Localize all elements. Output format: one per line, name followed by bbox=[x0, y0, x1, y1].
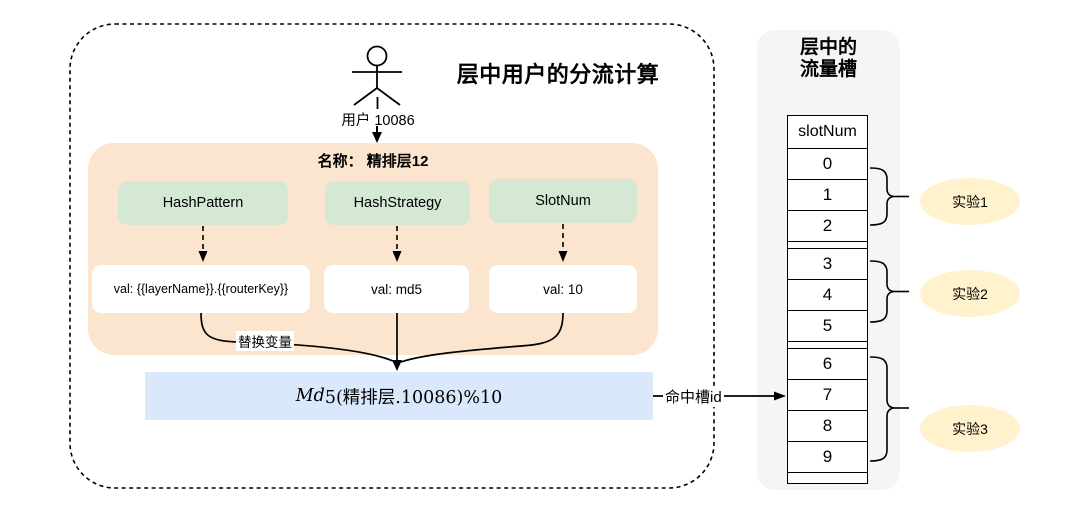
slot-cell-9: 9 bbox=[788, 441, 867, 472]
value-box-hashstrategy: val: md5 bbox=[324, 265, 469, 313]
slot-cell-8: 8 bbox=[788, 410, 867, 441]
hit-slot-id-label: 命中槽id bbox=[663, 386, 724, 407]
formula-italic-part: Md bbox=[295, 386, 325, 406]
merge-arrowhead bbox=[392, 360, 402, 371]
replace-variable-label: 替换变量 bbox=[236, 331, 294, 351]
slot-cell-6: 6 bbox=[822, 354, 833, 373]
param-box-slotnum: SlotNum bbox=[489, 179, 637, 223]
user-label: 用户 10086 bbox=[341, 113, 415, 129]
value-box-slotnum: val: 10 bbox=[489, 265, 637, 313]
experiment-1-ellipse: 实验1 bbox=[920, 178, 1020, 225]
slot-cell-0: 0 bbox=[822, 154, 833, 173]
formula-rest-part: 5(精排层.10086)%10 bbox=[324, 387, 503, 408]
param-box-hashpattern: HashPattern bbox=[118, 181, 288, 225]
slot-cell-3: 3 bbox=[822, 254, 833, 273]
slot-cell-1: 1 bbox=[788, 179, 867, 210]
layer-box bbox=[88, 143, 658, 355]
user-icon bbox=[352, 45, 402, 109]
slots-panel-title-line1: 层中的 bbox=[799, 37, 857, 58]
slot-cell-5: 5 bbox=[788, 310, 867, 341]
param-box-hashstrategy: HashStrategy bbox=[325, 181, 470, 225]
page-title: 层中用户的分流计算 bbox=[456, 62, 660, 87]
slot-cell-2: 2 bbox=[788, 210, 867, 241]
value-box-hashpattern: val: {{layerName}}.{{routerKey}} bbox=[92, 265, 310, 313]
layer-name-label: 名称： 精排层12 bbox=[317, 153, 429, 170]
slots-panel-title-line2: 流量槽 bbox=[799, 59, 857, 80]
slot-cell-4: 4 bbox=[788, 279, 867, 310]
slot-table-header: slotNum bbox=[788, 116, 867, 149]
experiment-3-ellipse: 实验3 bbox=[920, 405, 1020, 452]
slot-cell-7: 7 bbox=[788, 379, 867, 410]
experiment-2-ellipse: 实验2 bbox=[920, 270, 1020, 317]
